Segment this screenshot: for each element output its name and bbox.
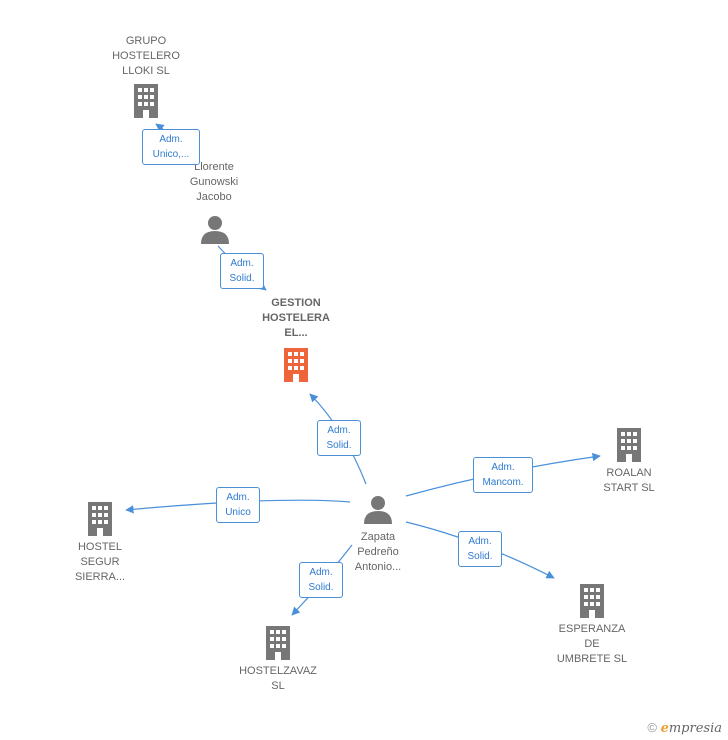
node-label-roalan: ROALAN START SL bbox=[603, 467, 655, 494]
brand-logo: empresia bbox=[660, 721, 722, 736]
node-label-gestion: GESTION HOSTELERA EL... bbox=[262, 297, 330, 339]
node-label-zapata: Zapata Pedreño Antonio... bbox=[354, 531, 402, 573]
node-label-hostelzavaz: HOSTELZAVAZ SL bbox=[239, 665, 317, 692]
building-icon bbox=[580, 584, 604, 618]
node-label-esperanza: ESPERANZA DE UMBRETE SL bbox=[556, 623, 628, 665]
person-icon bbox=[364, 496, 392, 524]
edge-label-adm-mancom-roalan[interactable]: Adm. Mancom. bbox=[473, 457, 533, 493]
node-label-hostel-segur: HOSTEL SEGUR SIERRA... bbox=[74, 541, 126, 583]
building-icon bbox=[134, 84, 158, 118]
edge-label-adm-unico-grupo[interactable]: Adm. Unico,... bbox=[142, 129, 200, 165]
person-icon bbox=[201, 216, 229, 244]
edge-label-adm-solid-llorente[interactable]: Adm. Solid. bbox=[220, 253, 264, 289]
edge-label-adm-solid-hostelzavaz[interactable]: Adm. Solid. bbox=[299, 562, 343, 598]
node-label-llorente: Llorente Gunowski Jacobo bbox=[189, 161, 239, 203]
node-label-grupo: GRUPO HOSTELERO LLOKI SL bbox=[112, 35, 180, 77]
edge-label-adm-solid-esperanza[interactable]: Adm. Solid. bbox=[458, 531, 502, 567]
building-icon bbox=[266, 626, 290, 660]
building-icon bbox=[617, 428, 641, 462]
building-icon bbox=[88, 502, 112, 536]
edge-label-adm-solid-gestion[interactable]: Adm. Solid. bbox=[317, 420, 361, 456]
copyright-symbol: © bbox=[647, 720, 657, 735]
watermark: © empresia bbox=[647, 720, 722, 736]
building-icon bbox=[284, 348, 308, 382]
edge-label-adm-unico-hostel-segur[interactable]: Adm. Unico bbox=[216, 487, 260, 523]
